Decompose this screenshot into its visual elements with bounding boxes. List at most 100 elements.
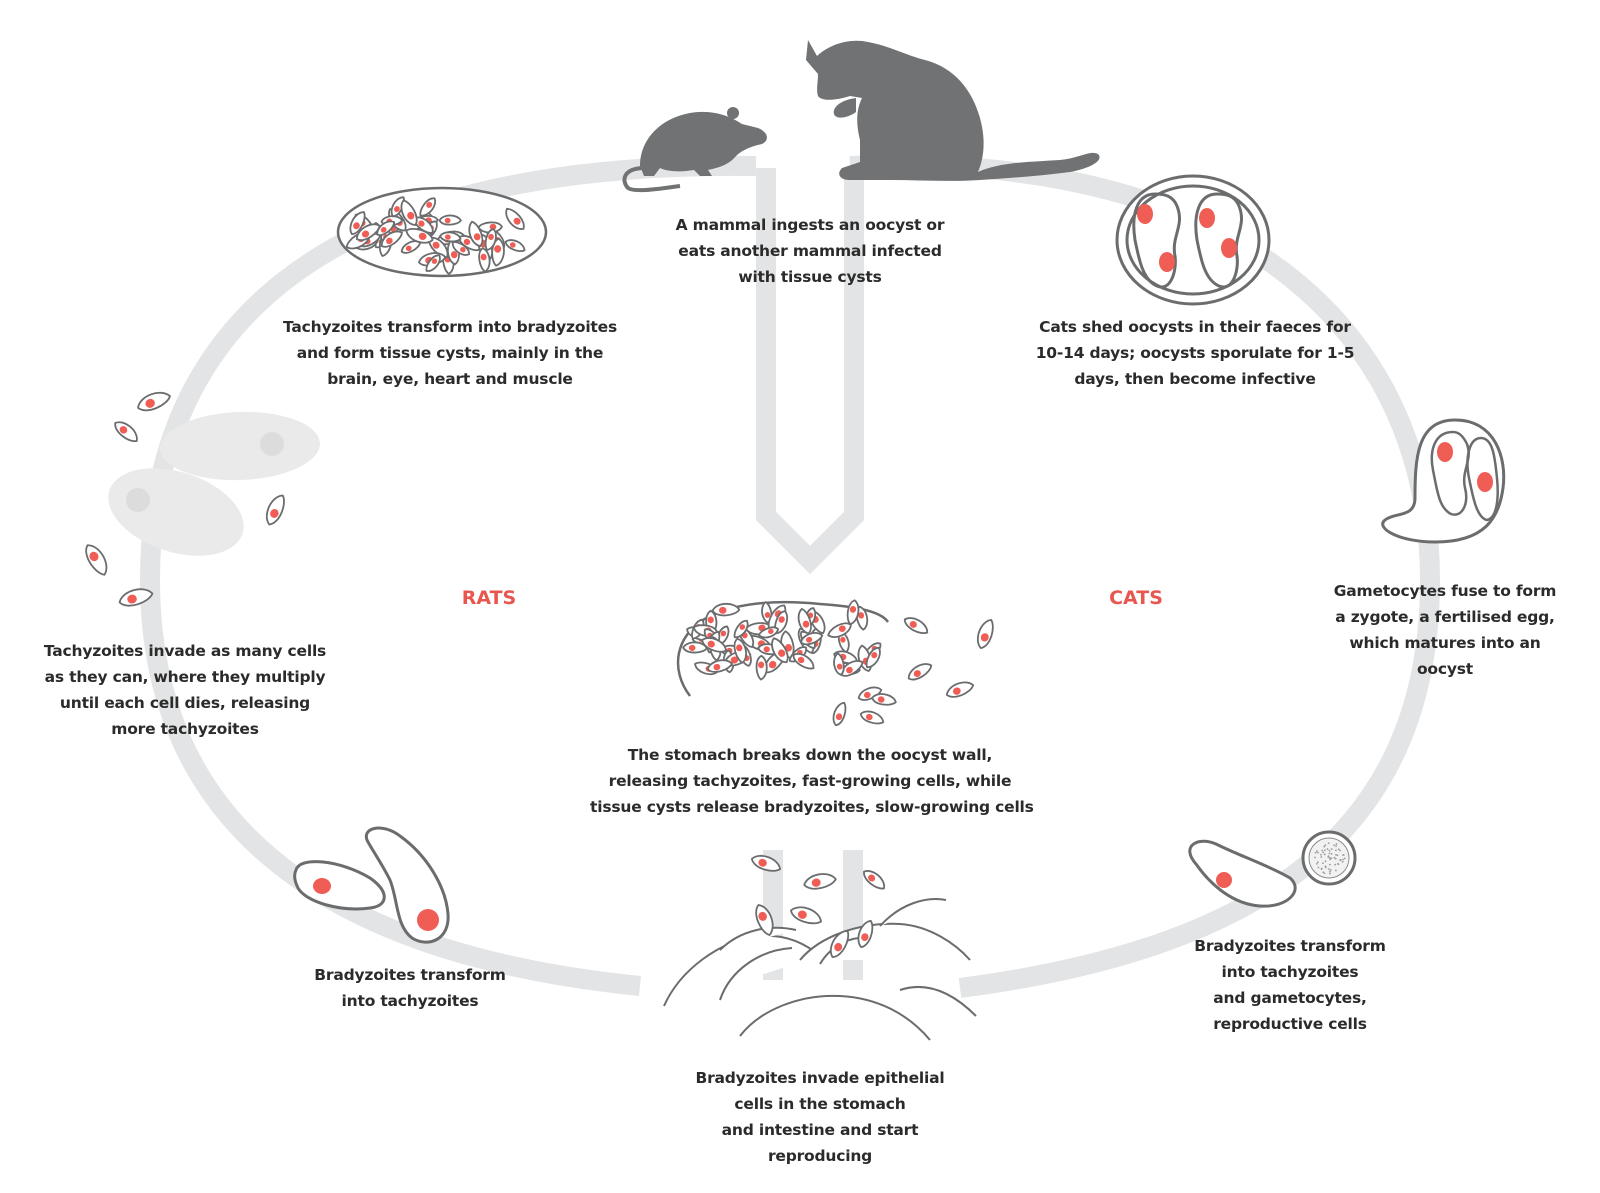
granule-dot — [1314, 851, 1317, 854]
tachyzoite-icon — [701, 637, 727, 653]
granule-dot — [1330, 852, 1333, 855]
granule-dot — [1335, 843, 1338, 845]
granule-dot — [1320, 856, 1323, 858]
granule-dot — [1336, 854, 1339, 857]
tachyzoite-icon — [118, 588, 154, 607]
caption-line: and form tissue cysts, mainly in the — [296, 344, 604, 362]
granule-dot — [1322, 851, 1325, 854]
caption-line: Bradyzoites invade epithelial — [695, 1069, 945, 1087]
granule-dot — [1337, 848, 1340, 851]
tachyzoite-icon — [733, 637, 748, 664]
tachyzoite-icon — [903, 617, 929, 635]
tachyzoite-icon — [504, 239, 526, 252]
granule-dot — [1324, 865, 1327, 868]
granule-dot — [1324, 844, 1327, 847]
tachyzoite-icon — [265, 494, 285, 526]
tachyzoite-icon — [114, 421, 138, 443]
tachyzoite-icon — [800, 632, 824, 646]
caption-epithelial: Bradyzoites invade epithelial cells in t… — [680, 1065, 960, 1169]
granule-dot — [1320, 868, 1323, 870]
caption-ingest: A mammal ingests an oocyst or eats anoth… — [660, 212, 960, 290]
tachyzoite-icon — [757, 626, 780, 639]
caption-stomach: The stomach breaks down the oocyst wall,… — [590, 742, 1034, 820]
granule-dot — [1314, 856, 1316, 859]
granule-dot — [1322, 862, 1324, 865]
tachyzoite-icon — [771, 637, 789, 664]
granule-dot — [1322, 871, 1325, 874]
tachyzoite-icon — [907, 663, 933, 681]
granule-dot — [1327, 868, 1330, 870]
caption-brady-rat: Bradyzoites transform into tachyzoites — [300, 962, 520, 1014]
tachyzoite-icon — [405, 228, 434, 244]
tachyzoite-icon — [137, 391, 171, 412]
zygote-icon — [1381, 418, 1506, 544]
tachyzoite-icon — [803, 873, 837, 890]
tissue-cyst-icon — [676, 599, 890, 697]
granule-dot — [1341, 860, 1344, 863]
granule-dot — [1343, 857, 1346, 860]
granule-dot — [1334, 863, 1337, 866]
caption-line: The stomach breaks down the oocyst wall, — [627, 746, 993, 764]
bradyzoite-icon — [293, 826, 450, 944]
caption-line: as they can, where they multiply — [44, 668, 326, 686]
granule-dot — [1339, 859, 1342, 862]
caption-line: Gametocytes fuse to form — [1333, 582, 1557, 600]
granule-dot — [1320, 853, 1322, 856]
tachyzoite-icon — [706, 659, 733, 673]
caption-line: tissue cysts release bradyzoites, slow-g… — [590, 798, 1034, 816]
tachyzoite-icon — [400, 199, 418, 226]
tachyzoite-icon — [797, 607, 812, 635]
granule-dot — [1328, 852, 1331, 855]
granule-dot — [1339, 849, 1341, 852]
caption-line: into tachyzoites — [1221, 963, 1359, 981]
tachyzoite-icon — [451, 241, 470, 256]
gametocyte-icon — [1188, 830, 1357, 908]
granule-dot — [1330, 857, 1333, 860]
caption-line: into tachyzoites — [341, 992, 479, 1010]
tachyzoite-icon — [85, 544, 108, 576]
tachyzoite-icon — [419, 197, 437, 217]
granule-dot — [1328, 856, 1331, 859]
granule-dot — [1327, 855, 1330, 858]
caption-shed: Cats shed oocysts in their faeces for 10… — [1020, 314, 1370, 392]
granule-dot — [1317, 851, 1319, 854]
caption-zygote: Gametocytes fuse to form a zygote, a fer… — [1320, 578, 1570, 682]
tachyzoite-icon — [484, 228, 497, 251]
caption-line: Tachyzoites invade as many cells — [43, 642, 327, 660]
granule-dot — [1334, 857, 1337, 860]
granule-dot — [1342, 858, 1345, 861]
caption-line: Bradyzoites transform — [314, 966, 506, 984]
granule-dot — [1326, 848, 1329, 850]
granule-dot — [1328, 870, 1331, 873]
tachyzoite-icon — [871, 693, 897, 706]
tachyzoite-icon — [833, 652, 845, 676]
tachyzoite-group-center — [832, 617, 994, 727]
granule-dot — [1329, 869, 1332, 871]
tachyzoite-icon — [356, 223, 381, 241]
tissue-cyst-icon — [336, 186, 548, 278]
caption-line: brain, eye, heart and muscle — [327, 370, 573, 388]
granule-dot — [1328, 863, 1331, 866]
caption-line: more tachyzoites — [111, 720, 259, 738]
caption-brady-cat: Bradyzoites transform into tachyzoites a… — [1180, 933, 1400, 1037]
host-label-cats: CATS — [1109, 587, 1163, 609]
tachyzoite-icon — [438, 214, 462, 226]
granule-dot — [1317, 866, 1320, 869]
tachyzoite-icon — [976, 618, 994, 650]
granule-dot — [1323, 853, 1326, 856]
tachyzoite-icon — [857, 919, 874, 949]
granule-dot — [1333, 856, 1336, 859]
tachyzoite-icon — [789, 906, 823, 925]
granule-dot — [1324, 849, 1326, 852]
caption-line: a zygote, a fertilised egg, — [1335, 608, 1555, 626]
tachyzoite-icon — [750, 854, 782, 872]
granule-dot — [1342, 854, 1345, 856]
granule-dot — [1333, 844, 1335, 847]
tachyzoite-icon — [865, 646, 881, 669]
granule-dot — [1329, 858, 1332, 861]
tachyzoite-icon — [755, 904, 774, 937]
tachyzoite-icon — [832, 701, 847, 727]
tachyzoite-icon — [439, 231, 462, 243]
tachyzoite-icon — [792, 653, 815, 670]
